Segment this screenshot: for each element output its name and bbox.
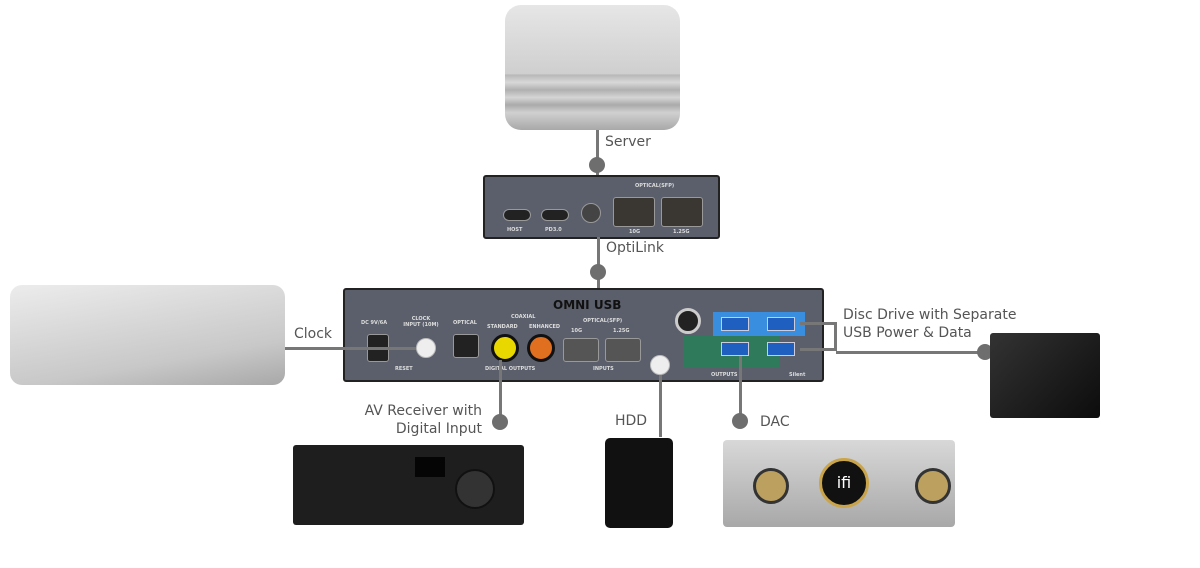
outputs-label: OUTPUTS [711,372,738,378]
125g-label: 1.25G [613,328,630,334]
server-device [505,5,680,130]
disc-label-line1: Disc Drive with Separate [843,307,1017,323]
av-receiver-label-line2: Digital Input [395,421,482,437]
coax-standard-port [491,334,519,362]
av-connector-line [499,360,502,422]
disc-connector-dot [977,344,993,360]
av-receiver-label-line1: AV Receiver with [364,403,482,419]
coax-enhanced-port [527,334,555,362]
125g-label: 1.25G [673,229,690,235]
disc-drive-device [990,333,1100,418]
av-volume-knob [455,469,495,509]
dac-device: ifi [723,440,955,527]
hdd-connector-dot [650,355,670,375]
av-receiver-device [293,445,524,525]
disc-connector-line [834,322,837,351]
disc-connector-line [800,348,836,351]
coaxial-label: COAXIAL [511,314,536,320]
hdd-connector-line [659,365,662,437]
hdd-device [605,438,673,528]
optilink-connector-line [597,237,600,289]
sfp-port-10g [613,197,655,227]
inputs-label: INPUTS [593,366,614,372]
standard-label: STANDARD [487,324,518,330]
optical-label: OPTICAL(SFP) [635,183,675,189]
digital-outputs-label: DIGITAL OUTPUTS [485,366,536,372]
omni-usb-panel: OMNI USB DC 9V/6A CLOCK INPUT (10M) RESE… [343,288,824,382]
sfp-input-10g [563,338,599,362]
sfp-port-125g [661,197,703,227]
optilink-panel: HOST PD3.0 OPTICAL(SFP) 10G 1.25G [483,175,720,239]
enhanced-label: ENHANCED [529,324,561,330]
power-button [581,203,601,223]
sfp-input-125g [605,338,641,362]
clock-connector-dot [416,338,436,358]
optical-port [453,334,479,358]
dac-connector-dot [732,413,748,429]
dac-connector-line [739,356,742,422]
server-label: Server [605,134,651,150]
server-connector-dot [589,157,605,173]
av-display [415,457,445,477]
clock-device [10,285,285,385]
optilink-connector-dot [590,264,606,280]
pd-port-label: PD3.0 [545,227,562,233]
optical-label: OPTICAL [453,320,477,326]
disc-connector-line [836,351,986,354]
optilink-label: OptiLink [606,240,664,256]
usb-port [721,317,749,331]
disc-connector-line [800,322,836,325]
dac-logo: ifi [819,458,869,508]
clock-label: Clock [294,326,333,342]
server-connector-line [596,130,599,175]
host-port [503,209,531,221]
hdd-label: HDD [615,413,648,429]
10g-label: 10G [571,328,583,334]
omni-usb-logo: OMNI USB [553,298,622,312]
usb-port [721,342,749,356]
usb-port [767,342,795,356]
host-port-label: HOST [507,227,523,233]
usb-port [767,317,795,331]
dac-label: DAC [760,414,790,430]
ground-terminal [675,308,701,334]
10g-label: 10G [629,229,641,235]
dac-right-knob [915,468,951,504]
dc-label: DC 9V/6A [361,320,388,326]
maker-label: Silent [789,372,806,378]
dac-left-knob [753,468,789,504]
reset-label: RESET [395,366,413,372]
av-connector-dot [492,414,508,430]
optical-sfp-label: OPTICAL(SFP) [583,318,623,324]
disc-label-line2: USB Power & Data [843,325,972,341]
clock-connector-line [285,347,425,350]
pd-port [541,209,569,221]
clock-input-label: CLOCK INPUT (10M) [403,316,439,328]
